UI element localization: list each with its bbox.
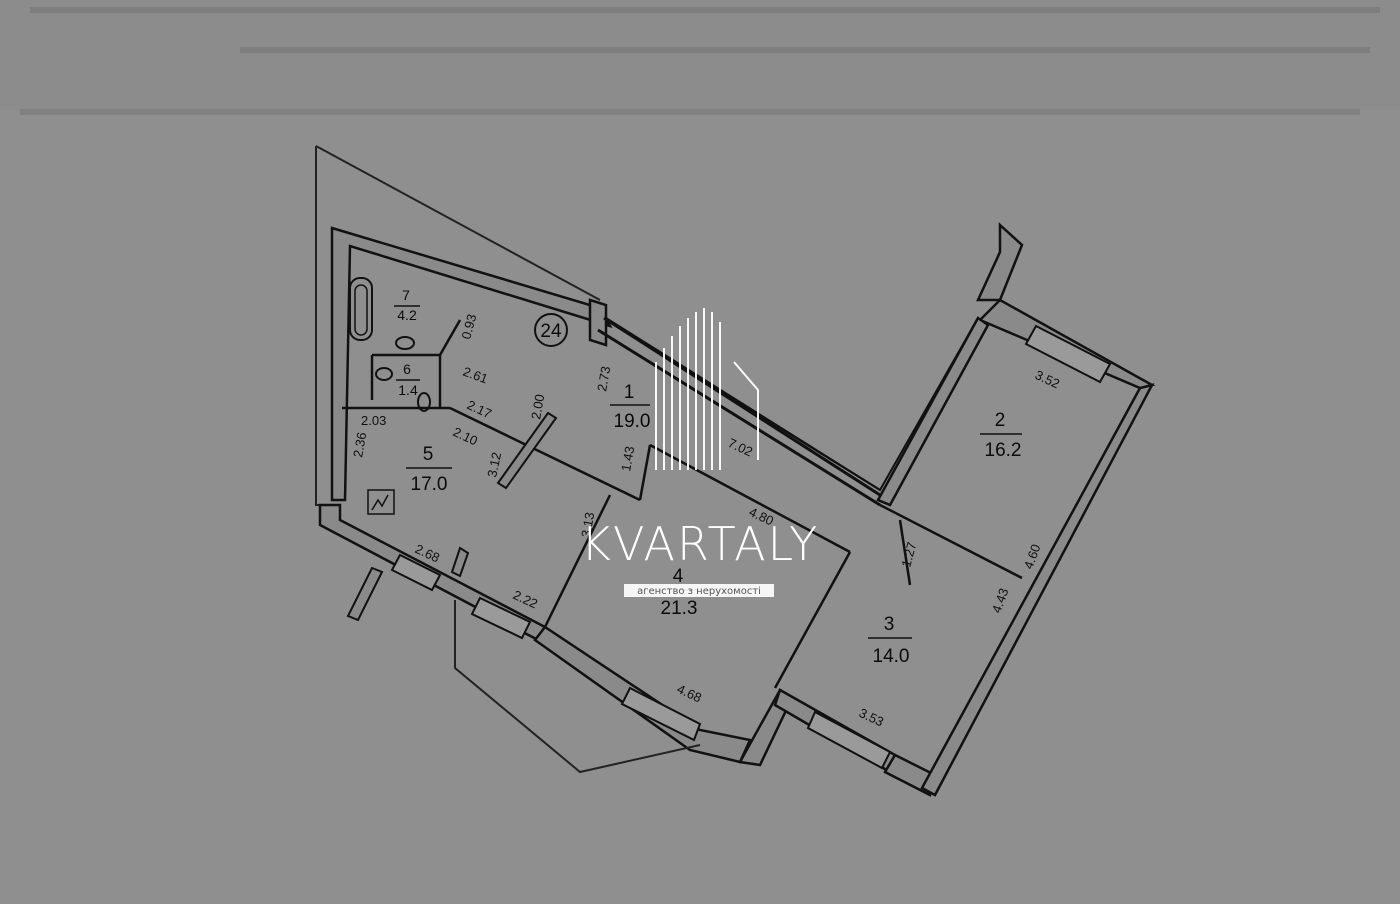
dim-1-27: 1.27: [898, 540, 919, 568]
room-4-area: 21.3: [661, 598, 698, 619]
dim-2-00: 2.00: [528, 393, 547, 421]
room-2-number: 2: [995, 410, 1006, 431]
faded-header-text: [20, 7, 1380, 115]
dim-3-12: 3.12: [484, 451, 504, 479]
room-7-area: 4.2: [397, 307, 417, 323]
room-6-number: 6: [403, 361, 411, 377]
room-4-number: 4: [673, 566, 684, 587]
room-2-area: 16.2: [985, 440, 1022, 461]
interior-partitions: [342, 319, 1023, 689]
electric-panel-icon: [367, 489, 395, 515]
room-3-number: 3: [884, 614, 895, 635]
room-1-area: 19.0: [614, 411, 651, 432]
room-labels: 7 4.2 6 1.4 1 19.0 2 16.2 3 14.0 4 21.3 …: [394, 287, 1022, 667]
room-5-area: 17.0: [411, 474, 448, 495]
toilet-icon: [375, 367, 393, 381]
corridor-top-wall-inner: [597, 328, 881, 507]
windows: [390, 324, 1112, 770]
bathtub-icon: [349, 277, 373, 341]
partition-bars: [346, 411, 558, 622]
watermark-tagline-bg: [624, 584, 774, 597]
faded-text-band: [0, 0, 1400, 110]
shaft-label: 24: [540, 321, 562, 342]
sink-icon: [395, 336, 415, 350]
bathtub-inner: [354, 284, 368, 336]
shaft-marker: [534, 313, 568, 347]
dim-2-73: 2.73: [594, 365, 613, 393]
balcony-outline: [454, 600, 701, 774]
outer-outline-diagonal: [315, 145, 601, 301]
dim-1-43: 1.43: [618, 445, 637, 473]
kvartaly-logo: [655, 308, 759, 470]
dim-2-36: 2.36: [350, 431, 369, 459]
sink-icon-2: [417, 392, 431, 412]
watermark-brand: KVARTALY: [581, 517, 819, 571]
room-1-number: 1: [624, 382, 635, 403]
dim-2-03: 2.03: [361, 413, 386, 428]
room-6-area: 1.4: [398, 382, 418, 398]
room-7-number: 7: [402, 287, 410, 303]
room-5-number: 5: [423, 444, 434, 465]
watermark-tagline: агенство з нерухомості: [637, 585, 761, 597]
room-3-area: 14.0: [873, 646, 910, 667]
dim-3-13: 3.13: [578, 511, 597, 539]
dim-0-93: 0.93: [458, 312, 479, 340]
upper-outline: [605, 317, 979, 492]
